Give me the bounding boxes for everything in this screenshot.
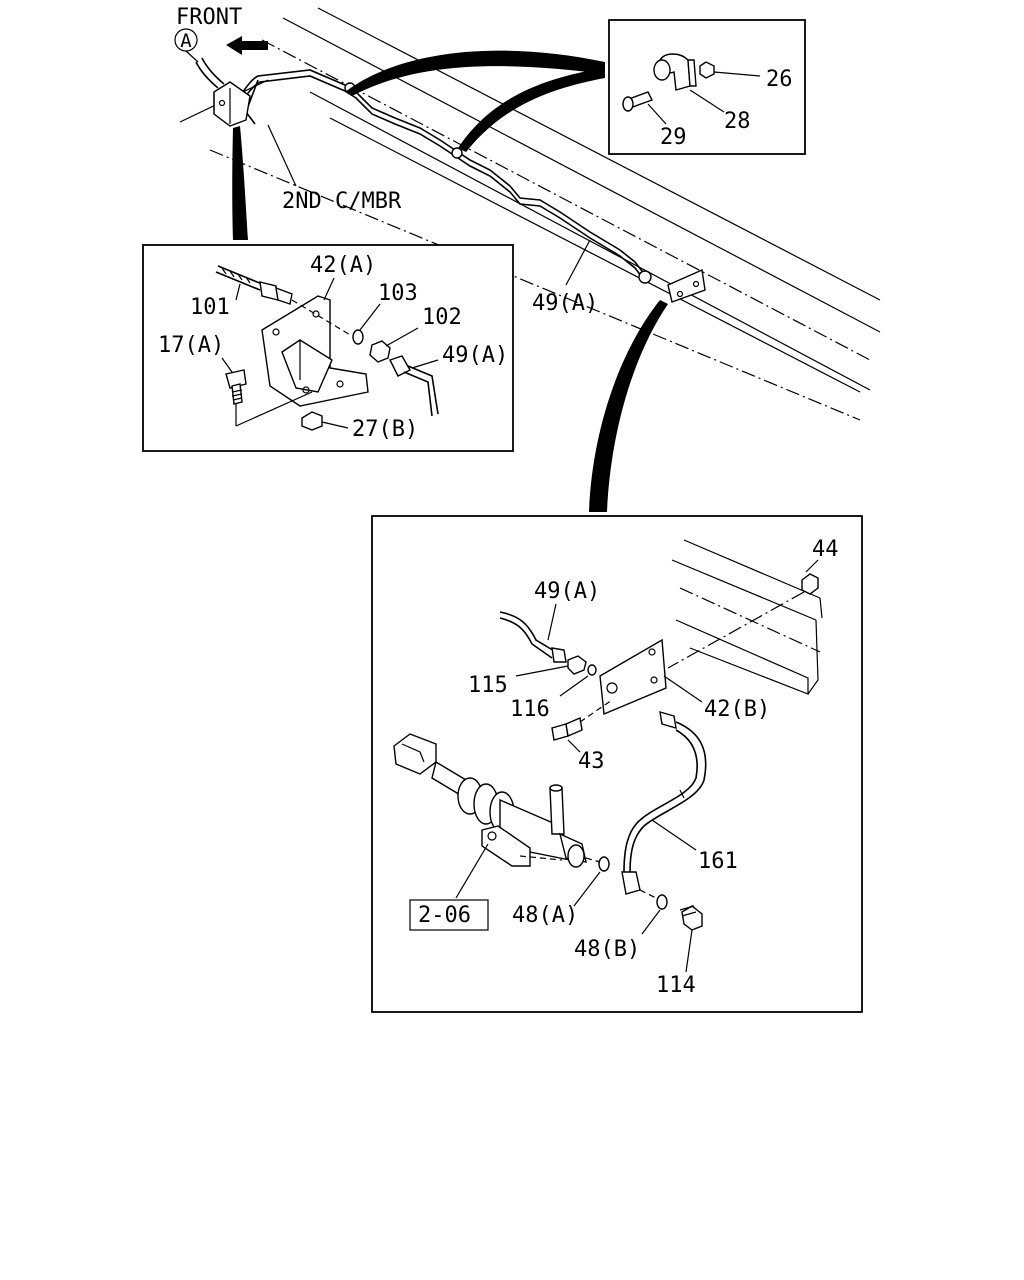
callout-26: 26 (766, 67, 793, 92)
callout-29: 29 (660, 125, 687, 150)
detail-clutch-hose-box: 2-06 44 49(A) 115 116 42(B) 43 161 48(A)… (371, 515, 863, 1013)
callout-17a: 17(A) (158, 333, 224, 358)
front-arrow-icon (226, 36, 268, 55)
front-bracket-overview (195, 57, 251, 127)
ref-box-label: 2-06 (418, 903, 471, 928)
callout-49a-detail: 49(A) (534, 579, 600, 604)
callout-116: 116 (510, 697, 550, 722)
second-crossmember-callout: 2ND C/MBR (267, 124, 402, 214)
callout-114: 114 (656, 973, 696, 998)
detail-clamp-box: 26 28 29 (608, 19, 806, 155)
callout-27b: 27(B) (352, 417, 418, 442)
front-label: FRONT (176, 5, 242, 30)
callout-115: 115 (468, 673, 508, 698)
callout-48b: 48(B) (574, 937, 640, 962)
callout-42b: 42(B) (704, 697, 770, 722)
callout-49a-main: 49(A) (532, 239, 598, 316)
detail-front-bracket-box: 42(A) 101 103 102 17(A) 49(A) 27(B) (142, 244, 514, 452)
callout-49a-main-label: 49(A) (532, 291, 598, 316)
callout-28: 28 (724, 109, 751, 134)
callout-43: 43 (578, 749, 605, 774)
callout-42a: 42(A) (310, 253, 376, 278)
callout-102: 102 (422, 305, 462, 330)
callout-49a-left: 49(A) (442, 343, 508, 368)
callout-103: 103 (378, 281, 418, 306)
ref-box-2-06 (409, 899, 489, 931)
view-a-label: A (180, 30, 192, 52)
callout-48a: 48(A) (512, 903, 578, 928)
callout-161: 161 (698, 849, 738, 874)
second-crossmember-label: 2ND C/MBR (282, 189, 402, 214)
callout-44: 44 (812, 537, 839, 562)
callout-101: 101 (190, 295, 230, 320)
detail-pointers (232, 50, 668, 512)
front-direction-indicator: FRONT A (174, 5, 268, 63)
